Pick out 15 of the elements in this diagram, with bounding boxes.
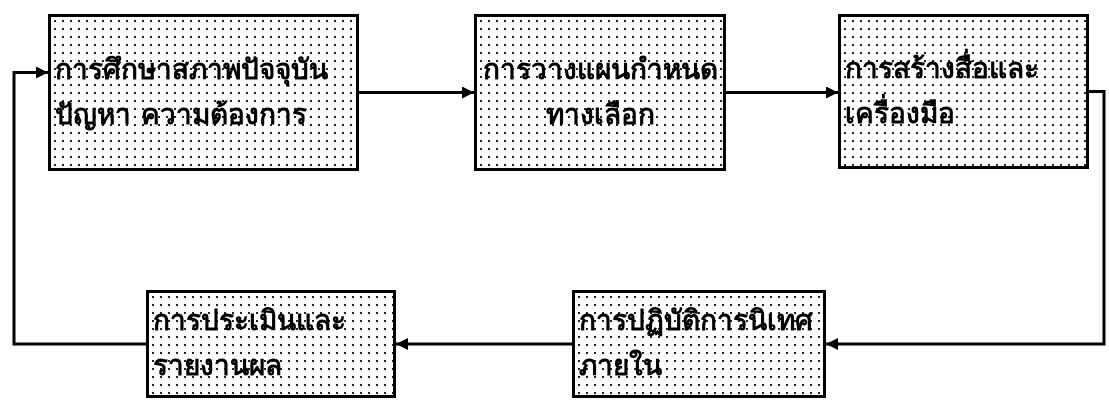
arrow <box>826 90 1106 350</box>
step-label: การปฏิบัติการนิเทศภายใน <box>578 303 814 384</box>
step-label: การวางแผนกำหนดทางเลือก <box>481 51 719 133</box>
arrow <box>396 338 572 350</box>
arrow <box>12 66 146 346</box>
step-label: การสร้างสื่อและเครื่องมือ <box>841 46 1086 137</box>
process-box <box>572 290 826 398</box>
step-label: การประเมินและรายงานผล <box>152 303 347 384</box>
step-label: การศึกษาสภาพปัจจุบันปัญหา ความต้องการ <box>54 51 329 133</box>
arrow <box>359 86 474 99</box>
arrow <box>726 86 838 99</box>
process-box <box>838 14 1089 169</box>
process-box <box>48 14 359 171</box>
process-box <box>474 14 726 171</box>
process-box <box>146 290 396 398</box>
